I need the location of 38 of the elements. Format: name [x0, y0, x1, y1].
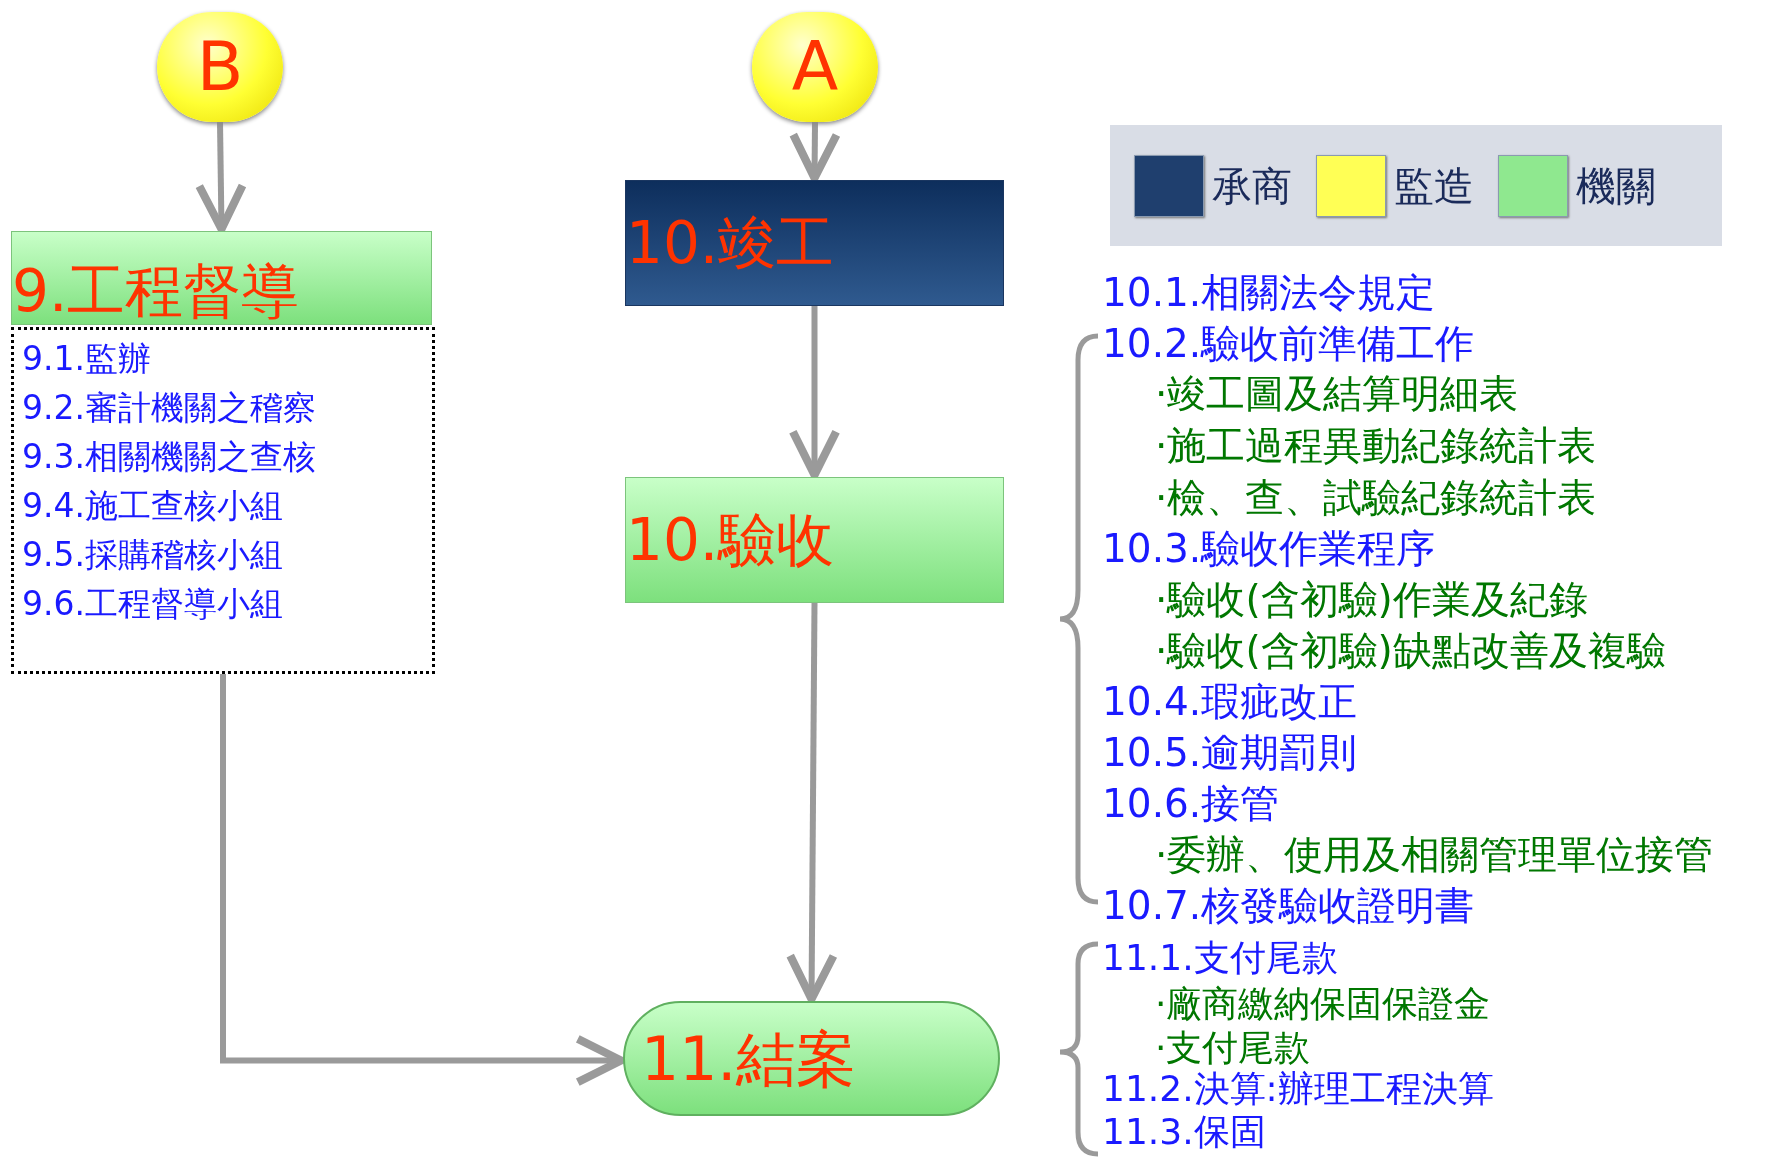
list-text: ·驗收(含初驗)作業及紀錄: [1155, 580, 1588, 619]
list-text: ·驗收(含初驗)缺點改善及複驗: [1155, 631, 1666, 670]
list-text: 10.2.驗收前準備工作: [1102, 324, 1475, 363]
list-text: 10.1.相關法令規定: [1102, 273, 1436, 312]
box-title: 9.工程督導: [12, 260, 300, 324]
list-item: 9.4.施工查核小組: [22, 485, 284, 527]
legend-label: 承商: [1212, 161, 1292, 211]
list-text: 10.7.核發驗收證明書: [1102, 886, 1475, 925]
connector-letter: B: [196, 33, 244, 101]
list-item: 9.3.相關機關之查核: [22, 436, 317, 478]
box-title: 10.竣工: [626, 214, 835, 272]
list-item: 9.2.審計機關之稽察: [22, 387, 317, 429]
list-text: ·廠商繳納保固保證金: [1155, 986, 1491, 1022]
list-text: ·竣工圖及結算明細表: [1155, 374, 1519, 413]
box-title: 11.結案: [641, 1028, 857, 1089]
list-item: 9.6.工程督導小組: [22, 583, 284, 625]
list-text: 10.5.逾期罰則: [1102, 733, 1358, 772]
arrow: [786, 602, 838, 1004]
list-text: ·施工過程異動紀錄統計表: [1155, 426, 1597, 465]
item-list-box: [11, 327, 435, 674]
list-text: ·檢、查、試驗紀錄統計表: [1155, 478, 1597, 517]
process-box: [625, 477, 1004, 603]
list-text: 10.4.瑕疵改正: [1102, 682, 1358, 721]
list-text: 11.3.保固: [1102, 1114, 1266, 1150]
list-text: 11.1.支付尾款: [1102, 940, 1338, 976]
list-text: ·支付尾款: [1155, 1030, 1311, 1066]
legend-label: 機關: [1576, 161, 1656, 211]
process-box: [625, 180, 1004, 306]
list-text: ·委辦、使用及相關管理單位接管: [1155, 835, 1714, 874]
list-item: 9.1.監辦: [22, 338, 152, 380]
list-text: 10.6.接管: [1102, 784, 1280, 823]
list-text: 10.3.驗收作業程序: [1102, 529, 1436, 568]
connector-letter: A: [791, 33, 839, 101]
box-title: 10.驗收: [626, 511, 835, 569]
process-header-box: [11, 231, 432, 325]
list-item: 9.5.採購稽核小組: [22, 534, 284, 576]
list-text: 11.2.決算:辦理工程決算: [1102, 1071, 1494, 1107]
legend-label: 監造: [1394, 161, 1474, 211]
